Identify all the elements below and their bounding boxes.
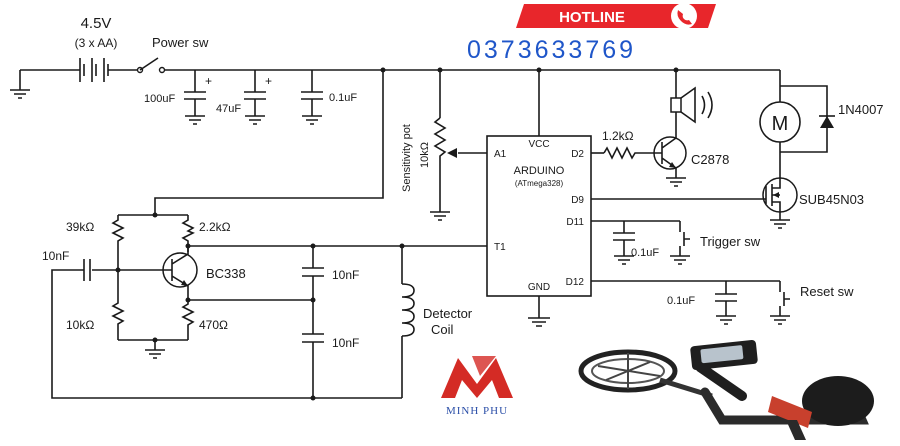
transistor-bc338-icon <box>118 246 198 300</box>
capacitor-47uf-icon: + <box>244 70 272 125</box>
r-12k-label: 1.2kΩ <box>602 129 634 143</box>
capacitor-10nf-b-icon <box>302 300 324 398</box>
reset-switch-icon[interactable] <box>770 281 790 325</box>
cap-100uf-label: 100uF <box>144 93 175 105</box>
motor-icon: M <box>759 101 801 143</box>
detector-coil-label-2: Coil <box>431 322 454 337</box>
pin-d12: D12 <box>566 277 585 288</box>
battery-ground-icon <box>10 70 30 99</box>
pot-ground-icon <box>430 211 450 221</box>
capacitor-01uf-top-icon <box>301 70 323 125</box>
diode-label: 1N4007 <box>838 102 884 117</box>
pin-vcc: VCC <box>528 139 549 150</box>
cap-47uf-label: 47uF <box>216 103 241 115</box>
svg-text:+: + <box>205 74 212 88</box>
capacitor-10nf-a-icon <box>302 246 324 300</box>
pin-a1: A1 <box>494 149 507 160</box>
resistor-2k2-icon <box>181 215 195 252</box>
resistor-1k2-icon <box>603 146 651 160</box>
r-470-label: 470Ω <box>199 318 228 332</box>
arduino-ground-icon <box>528 296 550 327</box>
svg-text:+: + <box>265 74 272 88</box>
arduino-subtitle: (ATmega328) <box>515 179 564 188</box>
power-switch-label: Power sw <box>152 35 209 50</box>
resistor-10k-icon <box>111 270 125 340</box>
cap-10nf-in-label: 10nF <box>42 249 69 263</box>
detector-armrest-icon <box>802 376 874 426</box>
c2878-label: C2878 <box>691 152 729 167</box>
logo-text: MINH PHU <box>446 405 508 417</box>
diode-1n4007-icon <box>819 115 835 128</box>
pin-gnd: GND <box>528 282 550 293</box>
pin-t1: T1 <box>494 242 506 253</box>
phone-number[interactable]: 0373633769 <box>467 36 636 64</box>
pot-value-label: 10kΩ <box>419 142 431 168</box>
hotline-badge <box>516 4 716 28</box>
capacitor-10nf-in-icon <box>83 259 91 281</box>
detector-coil-label-1: Detector <box>423 306 473 321</box>
mosfet-sub45n03-icon <box>762 176 798 229</box>
motor-label: M <box>772 113 789 135</box>
battery-icon <box>79 58 138 82</box>
capacitor-100uf-icon: + <box>184 70 212 125</box>
detector-coil-icon <box>401 283 415 337</box>
sensitivity-pot-icon[interactable] <box>433 117 447 212</box>
arduino-chip <box>486 135 592 297</box>
pot-wiper-icon <box>447 148 457 158</box>
pin-d9: D9 <box>571 195 584 206</box>
metal-detector-illustration <box>578 340 874 440</box>
hotline-label: HOTLINE <box>559 9 625 26</box>
power-switch-icon[interactable] <box>136 57 166 74</box>
capacitor-01uf-trigger-icon <box>613 221 635 265</box>
logo-mark-icon <box>441 358 513 398</box>
bc338-label: BC338 <box>206 266 246 281</box>
hotline-banner[interactable]: HOTLINE <box>516 3 716 29</box>
oscillator-ground-icon <box>118 339 188 359</box>
r-10k-label: 10kΩ <box>66 318 94 332</box>
cap-01uf-top-label: 0.1uF <box>329 92 357 104</box>
pin-d2: D2 <box>571 149 584 160</box>
r-22k-label: 2.2kΩ <box>199 220 231 234</box>
r-39k-label: 39kΩ <box>66 220 94 234</box>
arduino-title: ARDUINO <box>514 165 565 177</box>
phone-icon <box>671 3 697 29</box>
pin-d11: D11 <box>566 217 584 228</box>
cap-10nf-b-label: 10nF <box>332 336 359 350</box>
reset-switch-label: Reset sw <box>800 284 854 299</box>
transistor-c2878-icon <box>651 124 687 187</box>
resistor-470-icon <box>181 300 195 340</box>
cap-10nf-a-label: 10nF <box>332 268 359 282</box>
speaker-icon <box>670 86 713 124</box>
mosfet-label: SUB45N03 <box>799 192 864 207</box>
trigger-switch-icon[interactable] <box>670 221 690 265</box>
battery-cells: (3 x AA) <box>75 36 118 50</box>
capacitor-01uf-reset-icon <box>715 281 737 325</box>
trigger-switch-label: Trigger sw <box>700 234 761 249</box>
cap-01uf-reset-label: 0.1uF <box>667 295 695 307</box>
sensitivity-pot-label: Sensitivity pot <box>401 124 413 192</box>
minh-phu-logo[interactable]: MINH PHU <box>441 356 513 417</box>
battery-voltage: 4.5V <box>81 15 112 32</box>
resistor-39k-icon <box>111 215 125 270</box>
cap-01uf-trigger-label: 0.1uF <box>631 247 659 259</box>
